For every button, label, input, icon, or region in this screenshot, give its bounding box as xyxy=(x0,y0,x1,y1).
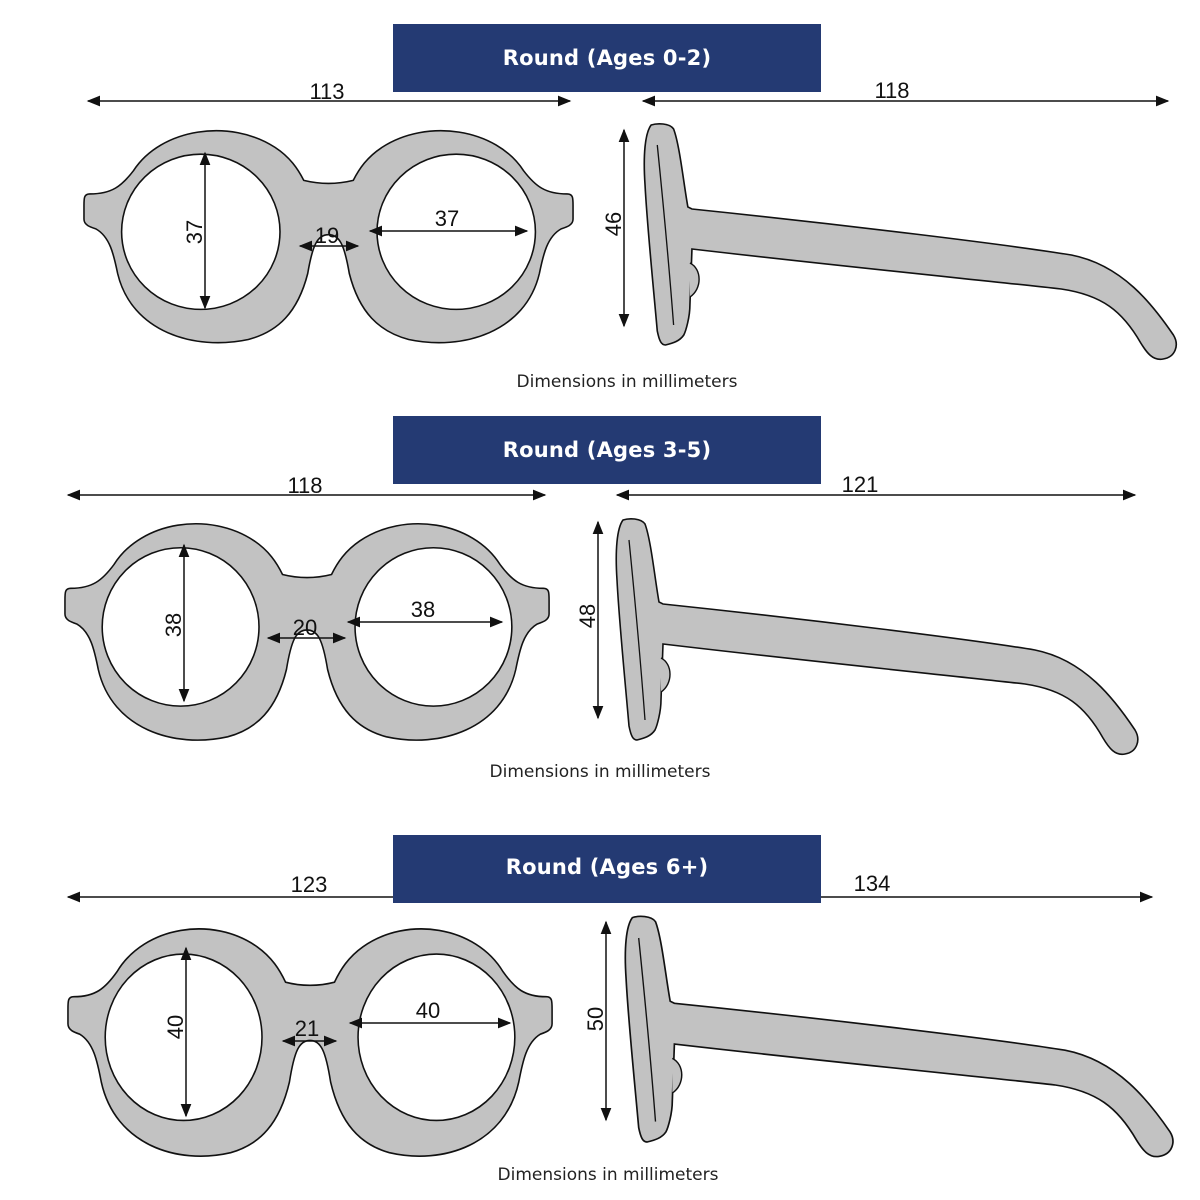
bridge-width-label: 19 xyxy=(315,223,339,248)
bridge-width-label: 21 xyxy=(295,1016,319,1041)
units-caption: Dimensions in millimeters xyxy=(497,1165,719,1185)
side-height-label: 50 xyxy=(583,1007,608,1031)
section-title: Round (Ages 6+) xyxy=(505,855,709,879)
temple-length-label: 118 xyxy=(874,78,909,103)
lens-height-label: 37 xyxy=(182,220,207,244)
total-width-label: 113 xyxy=(309,79,344,104)
side-height-label: 48 xyxy=(575,604,600,628)
section-title-banner: Round (Ages 6+) xyxy=(393,835,821,903)
section-ages-6-plus xyxy=(66,891,1174,1158)
side-height-label: 46 xyxy=(601,212,626,236)
section-title-banner: Round (Ages 3-5) xyxy=(393,416,821,484)
section-ages-3-5 xyxy=(64,489,1139,756)
units-caption: Dimensions in millimeters xyxy=(489,762,711,782)
lens-width-label: 37 xyxy=(435,206,459,231)
bridge-width-label: 20 xyxy=(293,615,317,640)
total-width-label: 118 xyxy=(287,473,322,498)
lens-height-label: 38 xyxy=(161,613,186,637)
section-ages-0-2 xyxy=(83,95,1178,361)
section-title-banner: Round (Ages 0-2) xyxy=(393,24,821,92)
temple-length-label: 121 xyxy=(842,472,879,497)
temple-length-label: 134 xyxy=(854,871,891,896)
units-caption: Dimensions in millimeters xyxy=(516,372,738,392)
lens-width-label: 38 xyxy=(411,597,435,622)
lens-width-label: 40 xyxy=(416,998,440,1023)
lens-height-label: 40 xyxy=(163,1015,188,1039)
total-width-label: 123 xyxy=(291,872,328,897)
